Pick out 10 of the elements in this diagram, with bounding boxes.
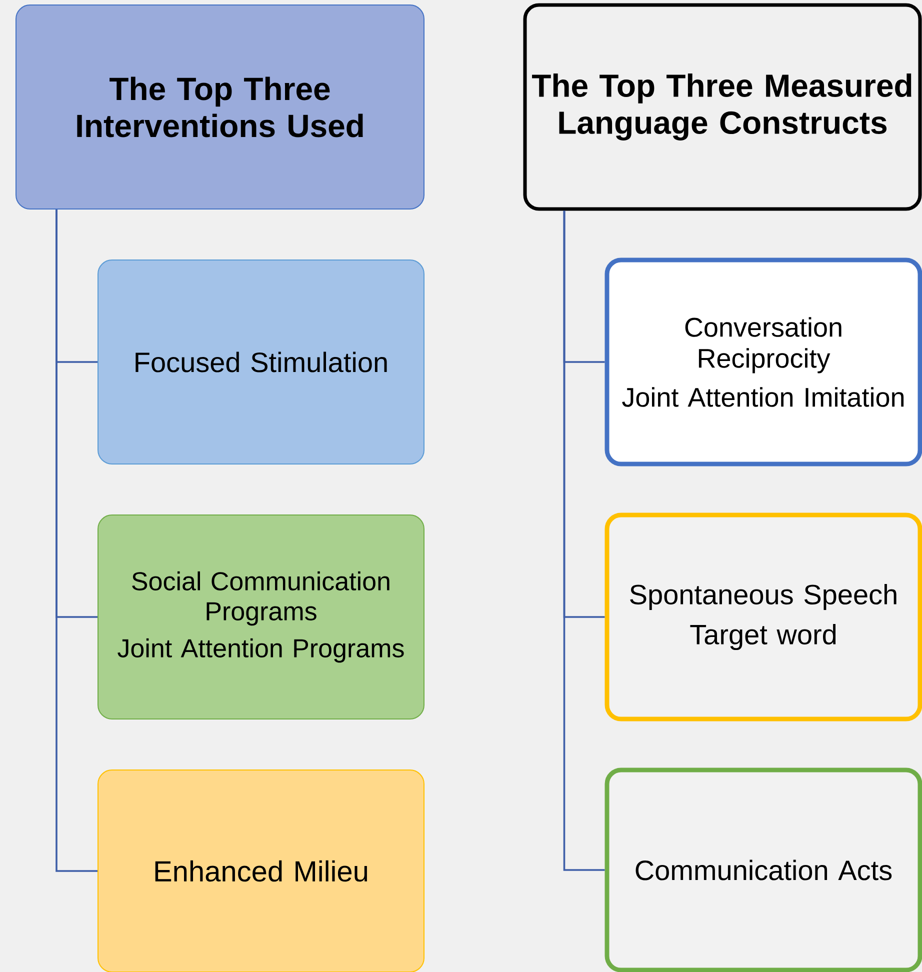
item-box: Conversation Reciprocity Joint Attention Imitation [604,258,922,466]
header-box: The Top Three Measured Language Constructs [523,3,922,211]
header-box: The Top Three Interventions Used [16,4,424,210]
item-box: Communication Acts [604,768,922,972]
item-box: Focused Stimulation [98,260,424,464]
item-box: Spontaneous Speech Target word [604,512,922,722]
item-box: Enhanced Milieu [98,770,424,972]
connector [563,210,605,871]
connector [56,210,98,872]
item-box: Social Communication Programs Joint Attention Programs [98,514,424,720]
